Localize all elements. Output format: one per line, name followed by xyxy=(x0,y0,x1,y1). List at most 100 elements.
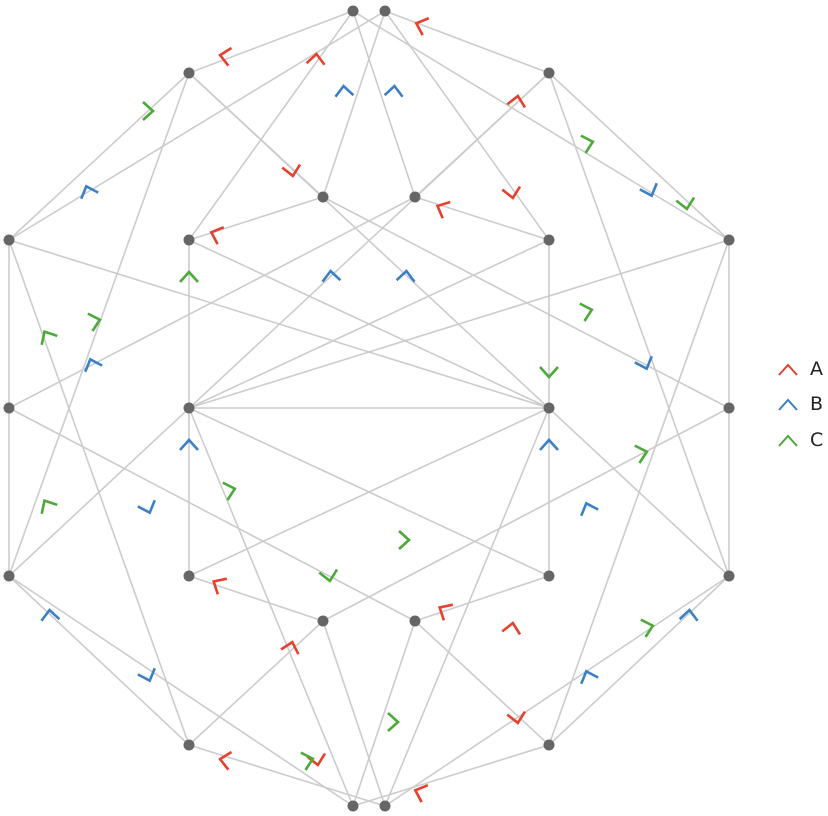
graph-edge xyxy=(548,72,730,241)
arrow-chevron-c xyxy=(634,444,649,464)
graph-edge xyxy=(8,72,190,577)
graph-edge xyxy=(414,620,550,746)
graph-edge xyxy=(384,10,550,74)
arrow-chevron-b xyxy=(334,84,355,98)
graph-node xyxy=(3,402,15,414)
arrow-chevron-b xyxy=(40,608,61,622)
graph-edge xyxy=(8,72,550,577)
arrow-chevron-a xyxy=(211,577,228,595)
graph-edge xyxy=(188,575,324,622)
graph-edge xyxy=(352,10,730,241)
graph-node xyxy=(543,67,555,79)
legend-item-b: B xyxy=(778,393,823,415)
arrow-chevron-c xyxy=(579,302,594,322)
legend-chevron-b xyxy=(778,398,798,411)
graph-edge xyxy=(188,10,354,74)
graph-node xyxy=(543,234,555,246)
arrow-chevron-a xyxy=(437,603,454,621)
legend: A B C xyxy=(778,358,823,451)
graph-edge xyxy=(384,10,550,241)
arrow-chevron-c xyxy=(40,329,58,346)
graph-edge xyxy=(188,196,324,241)
graph-node xyxy=(183,67,195,79)
graph-edge xyxy=(188,620,324,746)
graph-node xyxy=(409,191,421,203)
graph-edge xyxy=(352,10,416,198)
graph-node xyxy=(379,800,391,812)
graph-edge xyxy=(352,744,550,807)
arrow-chevron-a xyxy=(435,200,451,219)
edges-layer xyxy=(8,10,730,807)
graph-edge xyxy=(8,72,190,241)
graph-node xyxy=(347,800,359,812)
graph-node xyxy=(183,739,195,751)
graph-node xyxy=(379,5,391,17)
graph-node xyxy=(723,570,735,582)
legend-label-a: A xyxy=(810,358,823,380)
arrow-chevron-a xyxy=(506,710,527,725)
arrow-chevron-a xyxy=(414,17,430,36)
arrow-chevron-c xyxy=(40,498,58,515)
graph-node xyxy=(183,402,195,414)
arrow-chevron-b xyxy=(580,669,599,685)
graph-node xyxy=(317,615,329,627)
arrow-chevron-c xyxy=(300,751,315,771)
arrow-chevron-c xyxy=(87,312,102,332)
arrow-chevron-b xyxy=(539,438,559,451)
graph-edge xyxy=(8,575,190,746)
arrow-chevron-c xyxy=(179,270,199,283)
graph-node xyxy=(723,234,735,246)
arrow-chevron-c xyxy=(387,712,400,732)
arrow-chevron-a xyxy=(280,640,300,655)
graph-node xyxy=(543,402,555,414)
graph-edge xyxy=(188,239,550,409)
arrow-chevron-a xyxy=(209,226,225,245)
graph-edge xyxy=(322,407,730,622)
graph-edge xyxy=(548,575,730,746)
arrow-chevron-c xyxy=(640,618,655,638)
graph-node xyxy=(3,234,15,246)
graph-node xyxy=(409,615,421,627)
arrow-chevron-c xyxy=(675,196,696,211)
legend-label-b: B xyxy=(810,393,823,415)
graph-node xyxy=(317,191,329,203)
graph-node xyxy=(543,570,555,582)
arrow-chevron-a xyxy=(305,52,326,66)
legend-item-c: C xyxy=(778,429,823,451)
graph-edge xyxy=(188,10,354,241)
arrow-chevron-b xyxy=(383,84,404,98)
graph-edge xyxy=(8,407,416,622)
graph-edge xyxy=(188,407,354,807)
graph-node xyxy=(723,402,735,414)
graph-edge xyxy=(352,620,416,807)
arrow-chevron-b xyxy=(634,355,653,371)
arrow-chevron-b xyxy=(580,501,599,517)
graph-node xyxy=(183,570,195,582)
arrow-chevron-c xyxy=(222,481,237,501)
arrow-chevron-a xyxy=(281,163,302,178)
legend-chevron-a xyxy=(778,363,798,376)
graph-node xyxy=(183,234,195,246)
arrow-chevron-a xyxy=(306,752,327,767)
graph-edge xyxy=(188,744,386,807)
graph-edge xyxy=(548,72,730,577)
graph-edge xyxy=(414,575,550,622)
arrow-chevron-c xyxy=(580,134,595,154)
arrow-chevron-a xyxy=(218,46,233,67)
graph-edge xyxy=(322,620,386,807)
arrow-chevron-b xyxy=(179,438,199,451)
graph-node xyxy=(543,739,555,751)
arrow-chevron-c xyxy=(318,568,339,583)
arrow-chevron-b xyxy=(395,269,416,283)
nodes-layer xyxy=(3,5,735,812)
arrow-chevron-a xyxy=(218,750,233,771)
arrow-chevron-a xyxy=(501,621,522,636)
arrows-layer xyxy=(40,17,699,803)
arrow-chevron-c xyxy=(398,530,411,550)
arrow-chevron-a xyxy=(413,784,429,803)
arrow-chevron-b xyxy=(137,499,156,515)
graph-node xyxy=(3,570,15,582)
arrow-chevron-b xyxy=(678,608,699,622)
graph-edge xyxy=(8,575,354,807)
arrow-chevron-b xyxy=(639,182,658,198)
